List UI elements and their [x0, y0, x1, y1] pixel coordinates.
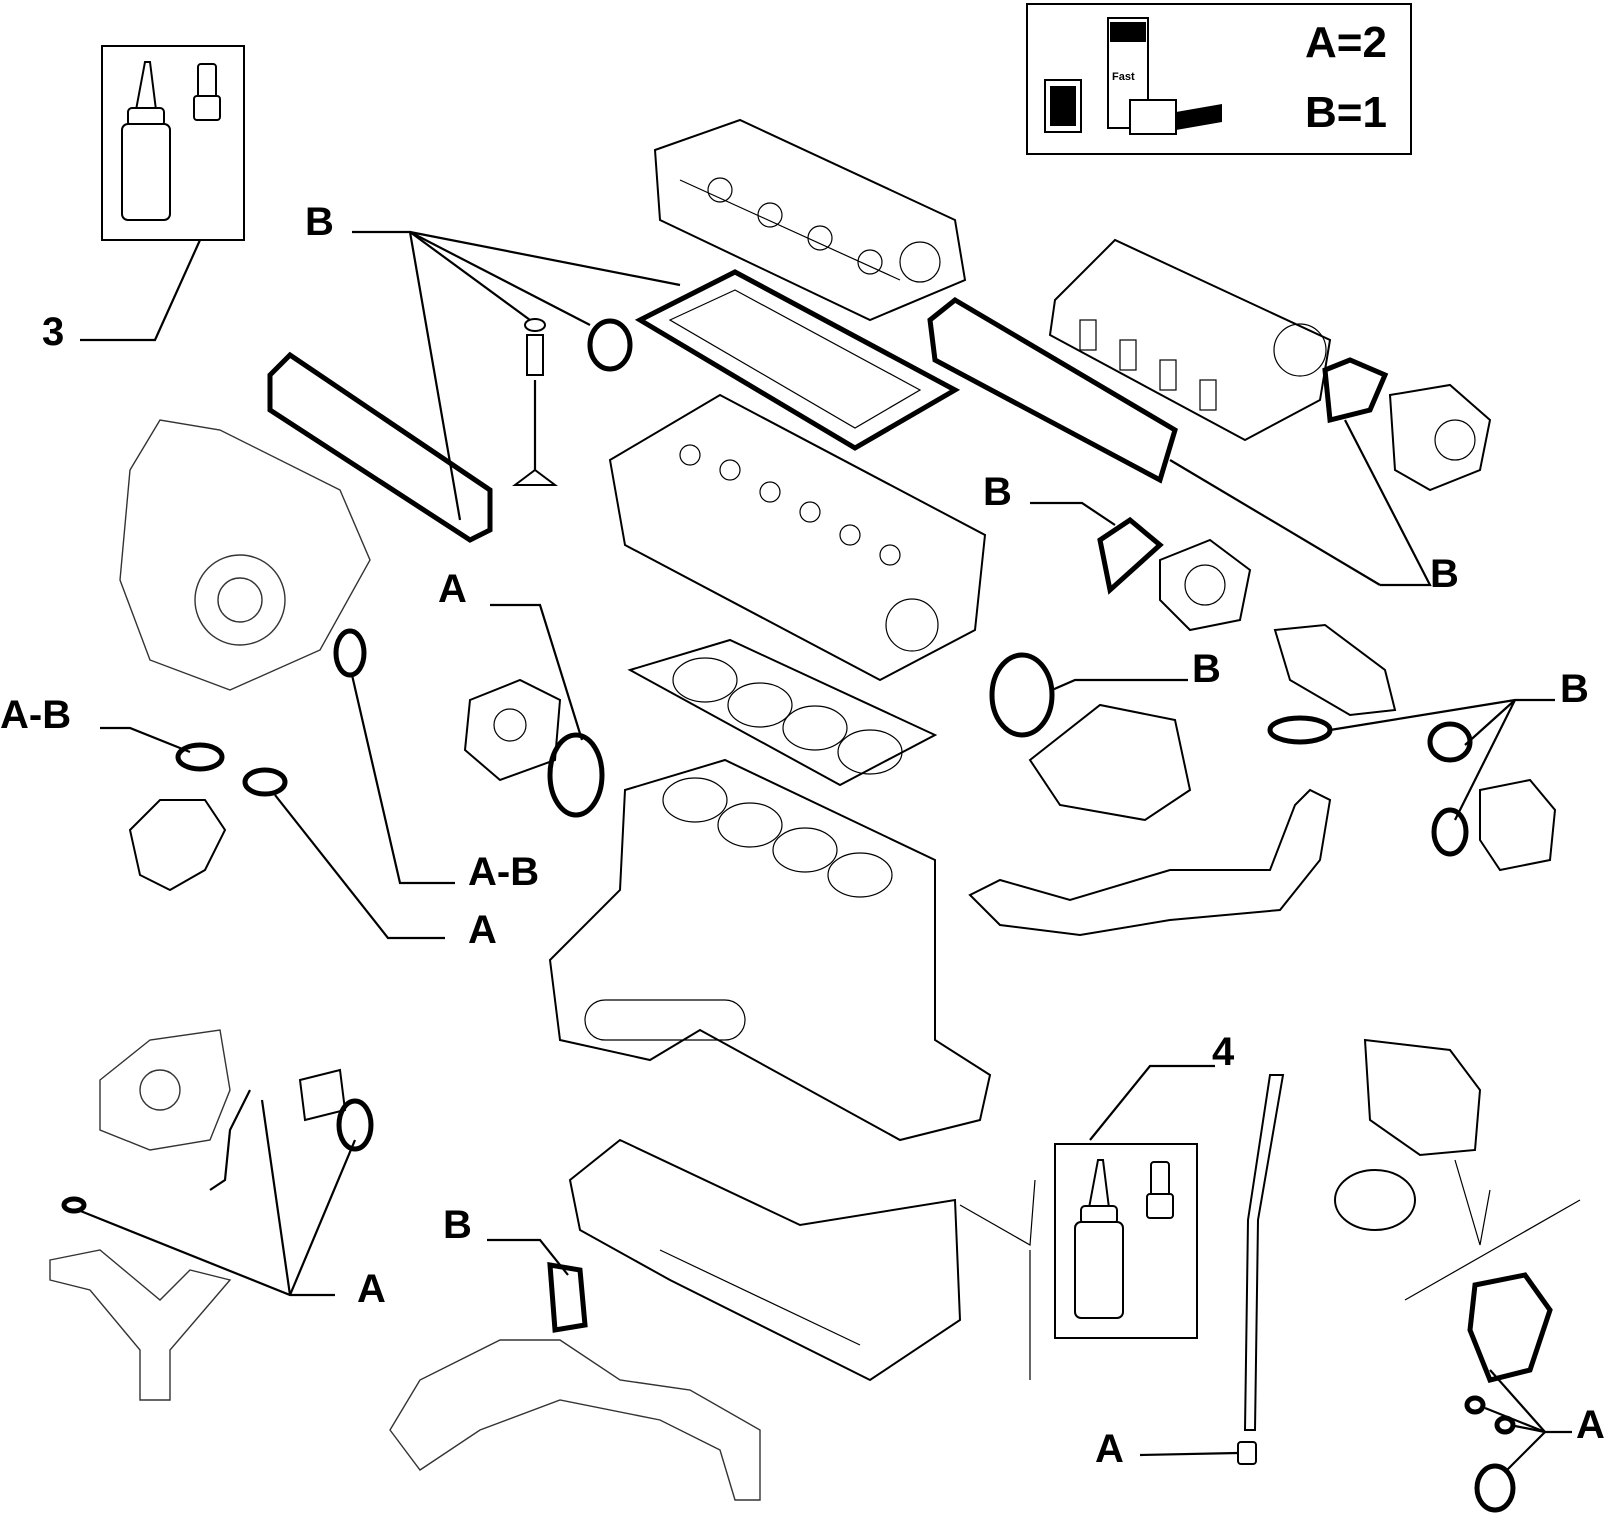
oil-pressure-sensor — [209, 1068, 347, 1191]
oil-sump — [568, 1138, 962, 1382]
vacuum-pump-gasket — [1097, 516, 1164, 595]
oil-pickup-pipe — [49, 1249, 232, 1401]
throttle-gasket — [1322, 357, 1389, 424]
label-3: 3 — [42, 310, 64, 354]
label-a-oil-pump: A — [357, 1267, 386, 1311]
egr-elbow-gasket-2 — [1431, 807, 1469, 857]
label-b-bottom: B — [443, 1203, 472, 1247]
label-a-middle: A — [468, 908, 497, 952]
left-gasket-ab — [175, 742, 225, 772]
o-ring-top — [587, 318, 633, 372]
svg-text:Fast: Fast — [1112, 71, 1135, 83]
engine-block — [548, 758, 992, 1142]
section-dividers — [959, 1159, 1581, 1380]
inlet-manifold-gasket — [927, 296, 1178, 484]
left-gasket-a — [242, 767, 288, 797]
label-ab-middle: A-B — [468, 850, 539, 894]
egr-gasket — [1267, 715, 1333, 745]
cam-cover-gasket — [634, 269, 961, 451]
coolant-pipe — [389, 1339, 761, 1501]
oil-pump — [99, 1029, 231, 1151]
legend-b-value: B=1 — [1305, 88, 1387, 137]
oil-cooler-gasket-set — [1464, 1272, 1553, 1513]
turbocharger — [119, 419, 371, 691]
water-pump-o-ring — [547, 732, 605, 818]
sealant-products-icon: Fast — [1044, 17, 1222, 135]
small-o-ring-left — [61, 1196, 87, 1214]
oil-seal — [336, 1098, 374, 1152]
label-b-thermostat: B — [1192, 647, 1221, 691]
egr-elbow — [1479, 778, 1557, 872]
leader-lines — [77, 230, 1572, 1473]
dipstick — [1237, 1074, 1285, 1465]
thermostat-housing — [1028, 703, 1192, 822]
cylinder-head — [608, 393, 987, 682]
coolant-pipe-gasket — [547, 1262, 588, 1333]
sealant-bottle-and-bolt-icon — [121, 61, 221, 221]
sealant-kit-4 — [1054, 1143, 1198, 1339]
label-a-cooler: A — [1576, 1403, 1605, 1447]
egr-elbow-gasket-1 — [1427, 721, 1473, 763]
label-a-water-pump: A — [438, 567, 467, 611]
throttle-body — [1388, 383, 1492, 492]
camshaft-carrier — [653, 118, 967, 322]
legend-a-value: A=2 — [1305, 18, 1387, 67]
water-pump — [463, 678, 562, 782]
valve — [512, 318, 558, 486]
egr-valve — [1273, 623, 1397, 717]
label-ab-left: A-B — [0, 693, 71, 737]
egr-hose-left — [128, 799, 227, 892]
legend-box: Fast A=2 B=1 — [1026, 3, 1412, 155]
vacuum-pump — [1159, 538, 1252, 632]
label-b-vacuum-pump: B — [983, 470, 1012, 514]
turbo-outlet-gasket — [333, 628, 367, 678]
sealant-kit-3 — [101, 45, 245, 241]
egr-pipe — [968, 788, 1332, 937]
inlet-manifold — [1048, 238, 1332, 442]
label-4: 4 — [1212, 1030, 1235, 1074]
exhaust-manifold-gasket — [267, 351, 493, 543]
label-b-right: B — [1560, 667, 1589, 711]
label-b-egr: B — [1430, 552, 1459, 596]
oil-cooler — [1334, 1038, 1482, 1231]
thermostat-o-ring — [989, 652, 1055, 738]
head-gasket — [627, 638, 938, 787]
label-a-dipstick: A — [1095, 1427, 1124, 1471]
label-b-top: B — [305, 200, 334, 244]
sealant-bottle-and-bolt-icon — [1074, 1159, 1174, 1319]
